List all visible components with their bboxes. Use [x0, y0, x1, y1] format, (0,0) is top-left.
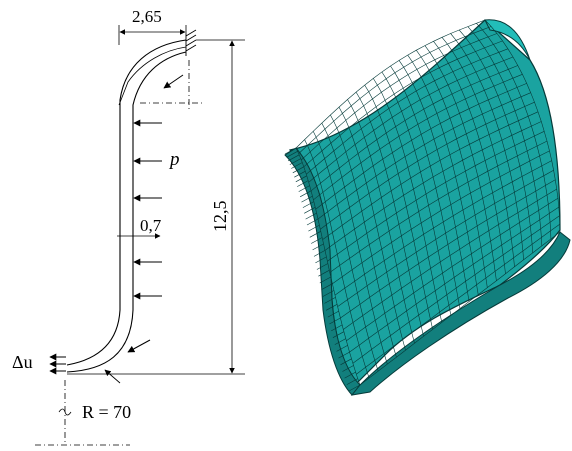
mesh-line-edge	[348, 384, 361, 392]
mesh-line-transverse	[346, 197, 559, 342]
mesh-line-transverse	[322, 111, 539, 240]
mesh-line-transverse	[306, 48, 509, 175]
mesh-line-edge	[324, 297, 336, 304]
mesh-line-transverse	[356, 223, 561, 375]
mesh-line-edge	[340, 358, 352, 366]
cross-section-drawing	[35, 25, 245, 446]
dimension-thickness-label: 0,7	[140, 216, 162, 235]
mesh-line-edge	[332, 331, 345, 338]
mesh-line-edge	[334, 338, 346, 345]
mesh-line-edge	[301, 195, 313, 203]
mesh-line-edge	[304, 207, 316, 214]
displacement-arrows	[49, 353, 66, 375]
mesh-line-edge	[316, 263, 329, 270]
mesh-line-edge	[308, 224, 320, 232]
profile-inner-edge	[66, 51, 187, 373]
mesh-line-transverse	[313, 74, 523, 201]
mesh-line-transverse	[327, 131, 545, 262]
mesh-line-edge	[342, 365, 354, 372]
mesh-line-transverse	[295, 19, 486, 149]
radius-break	[58, 408, 72, 416]
mesh-line-transverse	[329, 140, 548, 273]
mesh-line-edge	[338, 351, 350, 359]
radius-pointer	[104, 369, 121, 384]
mesh-line-edge	[329, 317, 341, 325]
mesh-line-edge	[312, 243, 324, 251]
mesh-line-edge	[292, 166, 304, 174]
displacement-label: Δu	[12, 352, 33, 372]
mesh-line-edge	[322, 290, 335, 297]
mesh-line-edge	[299, 190, 312, 198]
mesh-line-edge	[318, 269, 330, 277]
mesh-line-transverse	[301, 33, 498, 161]
mesh-line-edge	[344, 371, 356, 379]
mesh-line-edge	[305, 212, 317, 220]
mesh-line-transverse	[303, 40, 503, 168]
mesh-line-transverse	[310, 65, 518, 192]
mesh-line-transverse	[359, 231, 561, 386]
mesh-line-edge	[321, 283, 333, 290]
mesh-line-transverse	[332, 150, 550, 284]
mesh-line-edge	[315, 256, 327, 264]
fe-mesh-model	[284, 19, 571, 396]
mesh-line-edge	[284, 147, 297, 155]
mesh-line-transverse	[352, 215, 560, 364]
mesh-line-edge	[306, 218, 319, 226]
mesh-line-edge	[325, 304, 338, 311]
mesh-line-transverse	[337, 169, 554, 307]
dimension-width-label: 2,65	[132, 7, 162, 26]
fixed-support-hatch	[185, 29, 197, 56]
profile-outer-edge	[66, 39, 187, 366]
mesh-grid	[284, 19, 561, 392]
mesh-top-fold	[484, 19, 531, 61]
mesh-line-edge	[346, 378, 358, 385]
mesh-line-edge	[336, 345, 348, 352]
mesh-line-transverse	[334, 160, 552, 296]
mesh-line-transverse	[349, 206, 559, 353]
mesh-line-edge	[313, 250, 326, 257]
mesh-line-edge	[319, 276, 331, 284]
mesh-line-transverse	[324, 121, 542, 251]
mesh-line-edge	[331, 324, 343, 332]
mesh-line-edge	[311, 237, 323, 244]
mesh-line-transverse	[340, 179, 556, 319]
mesh-line-transverse	[298, 26, 492, 154]
mesh-line-edge	[291, 162, 303, 169]
mesh-line-edge	[286, 151, 298, 158]
mesh-line-transverse	[320, 101, 535, 230]
pressure-label: p	[168, 149, 180, 170]
mesh-line-edge	[288, 154, 300, 162]
pressure-arrows	[127, 74, 184, 353]
mesh-line-transverse	[317, 92, 531, 220]
mesh-line-edge	[295, 175, 307, 183]
mesh-line-edge	[309, 231, 321, 238]
mesh-line-edge	[289, 158, 301, 165]
mesh-line-edge	[294, 170, 306, 178]
radius-label: R = 70	[82, 402, 131, 422]
mesh-line-edge	[298, 185, 310, 192]
construction-arc	[118, 46, 187, 106]
dimension-height-label: 12,5	[210, 201, 230, 233]
mesh-line-edge	[302, 201, 315, 208]
mesh-line-edge	[297, 180, 309, 187]
mesh-line-edge	[327, 310, 339, 318]
mesh-line-transverse	[343, 188, 557, 330]
mesh-line-transverse	[308, 56, 514, 183]
mesh-line-transverse	[315, 83, 527, 210]
